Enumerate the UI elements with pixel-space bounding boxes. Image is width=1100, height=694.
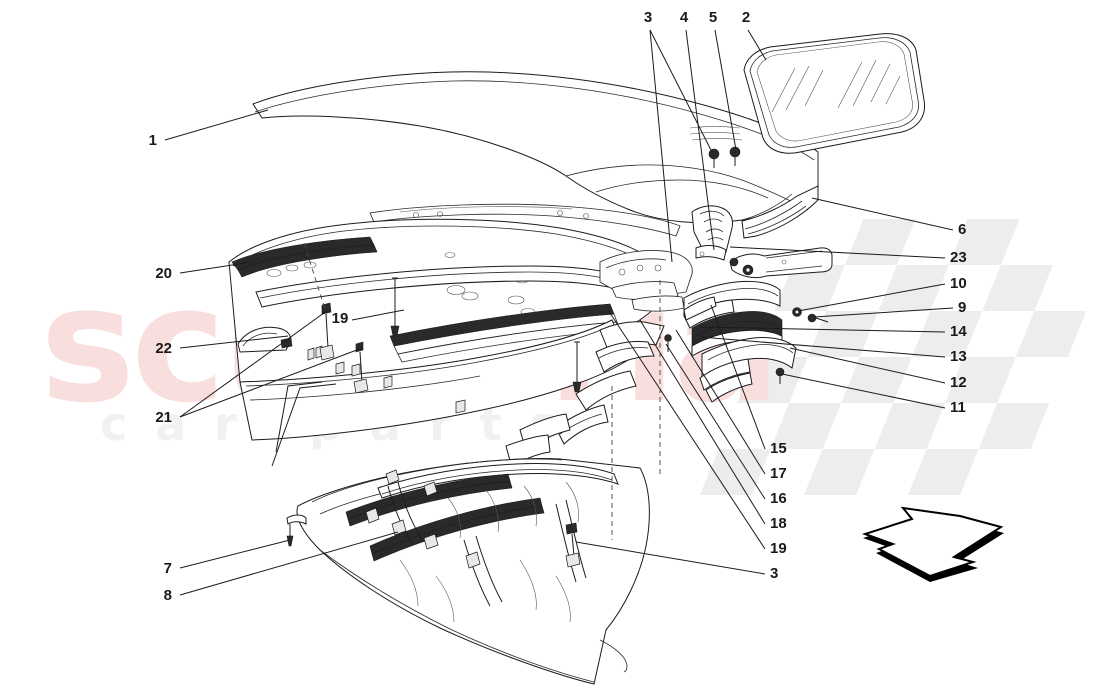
callout-11: 11 xyxy=(950,399,966,416)
part-latch-lever-assembly xyxy=(691,205,733,261)
callout-3-bottom: 3 xyxy=(770,565,778,582)
fastener-group-right xyxy=(353,341,369,394)
pin-fastener-mid xyxy=(390,277,400,337)
checkered-flag-watermark xyxy=(700,219,1087,495)
direction-arrow xyxy=(861,506,1004,582)
part-soft-top-frame-assembly xyxy=(228,203,693,469)
callout-8: 8 xyxy=(164,587,172,604)
callout-9: 9 xyxy=(958,299,966,316)
callout-15: 15 xyxy=(770,440,787,457)
part-lever-arm xyxy=(729,247,833,279)
part-tonneau-retainer-pin xyxy=(286,514,307,547)
callout-10: 10 xyxy=(950,275,967,292)
callout-7: 7 xyxy=(164,560,172,577)
callout-23: 23 xyxy=(950,249,967,266)
pin-fastener-mid-2 xyxy=(572,341,582,393)
callout-numbers-group: 1 2 3 4 5 6 23 10 9 14 13 12 11 15 17 16… xyxy=(149,9,968,604)
callout-18: 18 xyxy=(770,515,787,532)
callout-14: 14 xyxy=(950,323,967,340)
callout-3-top: 3 xyxy=(644,9,652,26)
callout-19-right: 19 xyxy=(770,540,787,557)
callout-19-mid: 19 xyxy=(332,310,349,327)
callout-17: 17 xyxy=(770,465,787,482)
part-rear-window-glass xyxy=(743,33,926,154)
part-soft-top-outer-cover xyxy=(252,71,819,224)
callout-4: 4 xyxy=(680,9,689,26)
callout-16: 16 xyxy=(770,490,787,507)
callout-1: 1 xyxy=(149,132,157,149)
fastener-stud-10 xyxy=(807,313,829,323)
callout-13: 13 xyxy=(950,348,967,365)
callout-21: 21 xyxy=(155,409,172,426)
clips-group xyxy=(307,345,466,414)
callout-5: 5 xyxy=(709,9,717,26)
direction-arrow-shape xyxy=(861,506,1004,578)
callout-22: 22 xyxy=(155,340,172,357)
callout-2: 2 xyxy=(742,9,750,26)
callout-20: 20 xyxy=(155,265,172,282)
fastener-nut-9 xyxy=(792,307,802,317)
callout-6: 6 xyxy=(958,221,966,238)
leader-lines-group xyxy=(164,29,954,596)
callout-12: 12 xyxy=(950,374,967,391)
part-side-rail-trim xyxy=(555,321,665,445)
part-rail-seal-bracket-group xyxy=(664,280,829,403)
frame-hinge-cluster xyxy=(599,250,693,312)
part-tonneau-boot-cover xyxy=(286,458,650,685)
part-fastener-screw-bottom xyxy=(565,522,581,568)
upper-fastener-group xyxy=(691,146,833,279)
part-rear-seal-strip xyxy=(741,185,819,239)
